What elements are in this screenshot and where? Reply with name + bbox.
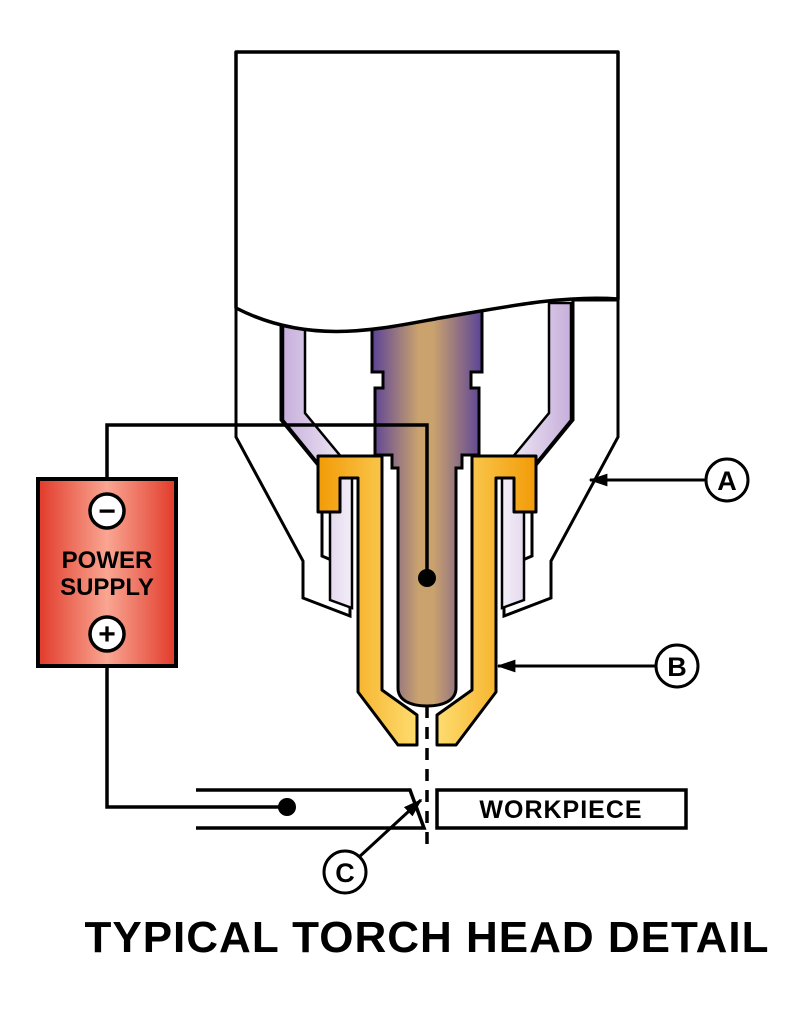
- nozzle-right: [435, 454, 538, 747]
- callout-b-label: B: [667, 652, 687, 682]
- diagram-title: TYPICAL TORCH HEAD DETAIL: [84, 913, 769, 962]
- callout-b-circle: [654, 643, 700, 689]
- electrode-wire: [105, 423, 429, 578]
- negative-terminal-sign: −: [98, 495, 116, 528]
- workpiece-label: WORKPIECE: [479, 796, 642, 824]
- torch-body: [234, 50, 620, 334]
- workpiece-wire: [105, 666, 287, 809]
- callout-c-label: C: [335, 858, 355, 888]
- nozzle-left: [316, 454, 419, 747]
- workpiece-connection-dot: [278, 798, 296, 816]
- workpiece-right-piece: [435, 788, 688, 830]
- positive-terminal-sign: +: [98, 618, 116, 651]
- power-supply-label-line2: SUPPLY: [60, 574, 154, 601]
- electrode-connection-dot: [418, 569, 436, 587]
- callout-a-label: A: [717, 466, 737, 496]
- power-supply-label-line1: POWER: [62, 547, 153, 574]
- callout-c-leader: [356, 798, 423, 860]
- callout-c-circle: [322, 849, 368, 895]
- power-supply: − POWER SUPPLY +: [36, 477, 178, 668]
- callout-a-circle: [704, 457, 750, 503]
- negative-terminal-icon: [88, 492, 126, 530]
- positive-terminal-icon: [88, 615, 126, 653]
- workpiece-left-piece: [196, 788, 427, 830]
